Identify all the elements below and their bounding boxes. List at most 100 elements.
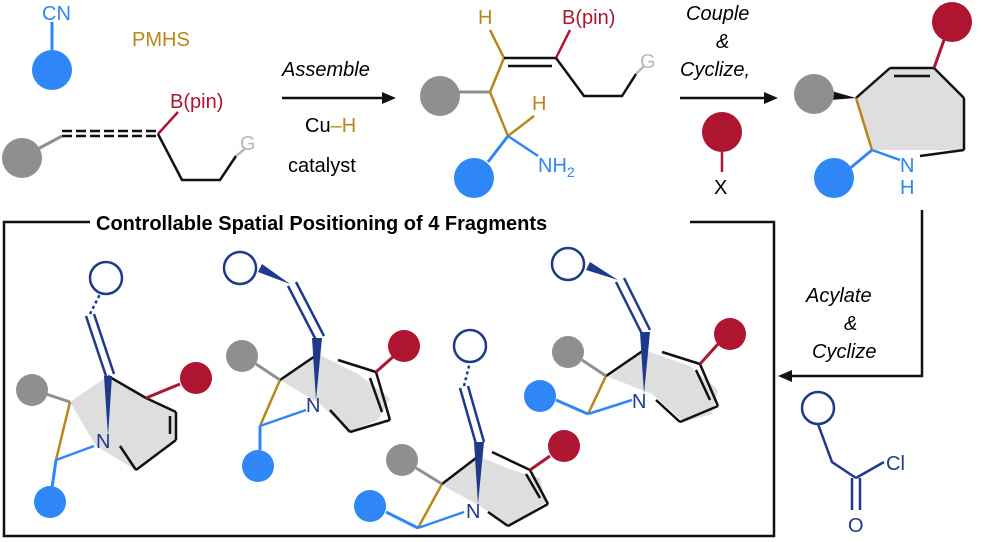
blue-bond — [259, 408, 307, 428]
bpin-bond — [554, 29, 572, 59]
ring-bond-a — [855, 67, 891, 99]
nitrile-reagent: CN — [32, 3, 72, 90]
blue-bond — [50, 459, 58, 489]
blue-fragment-sphere — [242, 450, 274, 482]
ring-bond-gold — [854, 97, 874, 151]
n-label: N — [96, 431, 110, 453]
ch-bond — [488, 91, 510, 137]
assemble-arrowhead — [382, 92, 396, 104]
blue-fragment-sphere — [32, 50, 72, 90]
gold-bond — [258, 379, 282, 427]
gold-bond — [586, 375, 608, 415]
gray-fragment-sphere — [2, 138, 42, 178]
gray-bond — [45, 392, 71, 404]
gold-bond — [54, 401, 72, 461]
bicycle-1: N — [16, 260, 212, 518]
bicycle-ring-fill — [606, 350, 718, 422]
hashed-bond — [88, 289, 104, 315]
ring-bond — [655, 399, 681, 423]
allene-bpin-label: B(pin) — [170, 91, 223, 113]
bicycle-4: N — [524, 246, 746, 424]
red-fragment-sphere — [714, 318, 746, 350]
bicycle-3: N — [354, 328, 580, 530]
azepine-h-label: H — [900, 177, 914, 199]
hashed-bond — [462, 361, 472, 387]
h-mid-bond — [507, 115, 535, 137]
acylate-line1: Acylate — [805, 285, 872, 307]
ring-bond — [441, 457, 477, 485]
allene-gray-bond — [35, 134, 63, 152]
c-cl-bond — [855, 460, 885, 480]
bridge-wedge — [474, 442, 484, 504]
gray-bond — [415, 466, 443, 486]
azepine-n-label: N — [900, 155, 914, 177]
couple-x-label: X — [714, 177, 727, 199]
navy-fragment-circle — [452, 328, 488, 364]
blue-bond — [55, 444, 95, 462]
gray-wedge — [828, 90, 856, 100]
ring-bond-b — [933, 67, 965, 99]
ring-bond — [528, 469, 550, 505]
bridge-alkene-inner — [622, 277, 652, 331]
ring-bond — [329, 409, 351, 433]
bridge-alkene-inner — [294, 281, 326, 337]
bridge-alkene — [614, 281, 644, 335]
ring-bond — [661, 350, 701, 366]
box-title: Controllable Spatial Positioning of 4 Fr… — [96, 213, 547, 235]
blue-bond — [417, 510, 465, 530]
blue-fragment-sphere — [354, 490, 386, 522]
ring-bond — [374, 371, 392, 421]
ring-bond-inner — [694, 369, 712, 401]
gray-bond — [255, 362, 281, 382]
h-mid-label: H — [532, 93, 546, 115]
gray-fragment-sphere — [552, 336, 584, 368]
ring-bond — [107, 374, 147, 400]
red-fragment-sphere — [702, 112, 742, 152]
ring-bond — [698, 363, 720, 407]
bicycle-2: N — [222, 250, 420, 482]
h-top-label: H — [478, 7, 492, 29]
blue-bond — [486, 135, 510, 163]
red-bond — [932, 39, 946, 69]
wedge-bond — [258, 264, 290, 284]
navy-fragment-circle — [550, 246, 586, 282]
n-label: N — [466, 501, 480, 523]
acylate-arrow — [790, 210, 924, 378]
navy-fragment-circle — [88, 260, 124, 296]
ring-bond — [507, 502, 549, 528]
bpin-label: B(pin) — [562, 7, 615, 29]
bicycle-ring-fill — [280, 354, 390, 432]
acylate-line2: & — [844, 313, 857, 335]
ring-bond — [491, 450, 531, 472]
ring-bond-inner — [368, 377, 384, 413]
allene-reagent: B(pin) G — [2, 91, 256, 182]
couple-arrowhead — [764, 92, 778, 104]
bicycle-ring-fill — [70, 376, 176, 470]
acylate-line3: Cyclize — [812, 341, 876, 363]
vinyl-bond — [488, 57, 506, 93]
ring-bond — [679, 404, 719, 424]
catalyst-line2: catalyst — [288, 155, 356, 177]
bridge-alkene — [458, 387, 478, 445]
box-frame — [2, 220, 776, 538]
bridge-alkene — [286, 285, 318, 341]
acyl-chain — [816, 423, 857, 480]
carbonyl-o-label: O — [848, 515, 864, 537]
couple-line1: Couple — [686, 3, 749, 25]
ring-bond — [145, 396, 177, 414]
couple-step: Couple & Cyclize, X — [680, 3, 778, 199]
g-bond — [635, 65, 645, 75]
bridge-alkene — [84, 315, 108, 377]
red-bond — [529, 454, 551, 472]
ring-bond — [605, 348, 645, 378]
assemble-label: Assemble — [281, 59, 370, 81]
navy-fragment-circle — [800, 390, 836, 426]
ring-bond — [118, 445, 138, 471]
bridge-wedge — [640, 332, 650, 394]
nh2-bond — [507, 134, 539, 158]
assemble-step: Assemble Cu–H catalyst — [281, 59, 396, 177]
navy-fragment-circle — [222, 250, 258, 286]
blue-bond — [587, 398, 633, 416]
ring-bond-inner — [524, 473, 542, 499]
